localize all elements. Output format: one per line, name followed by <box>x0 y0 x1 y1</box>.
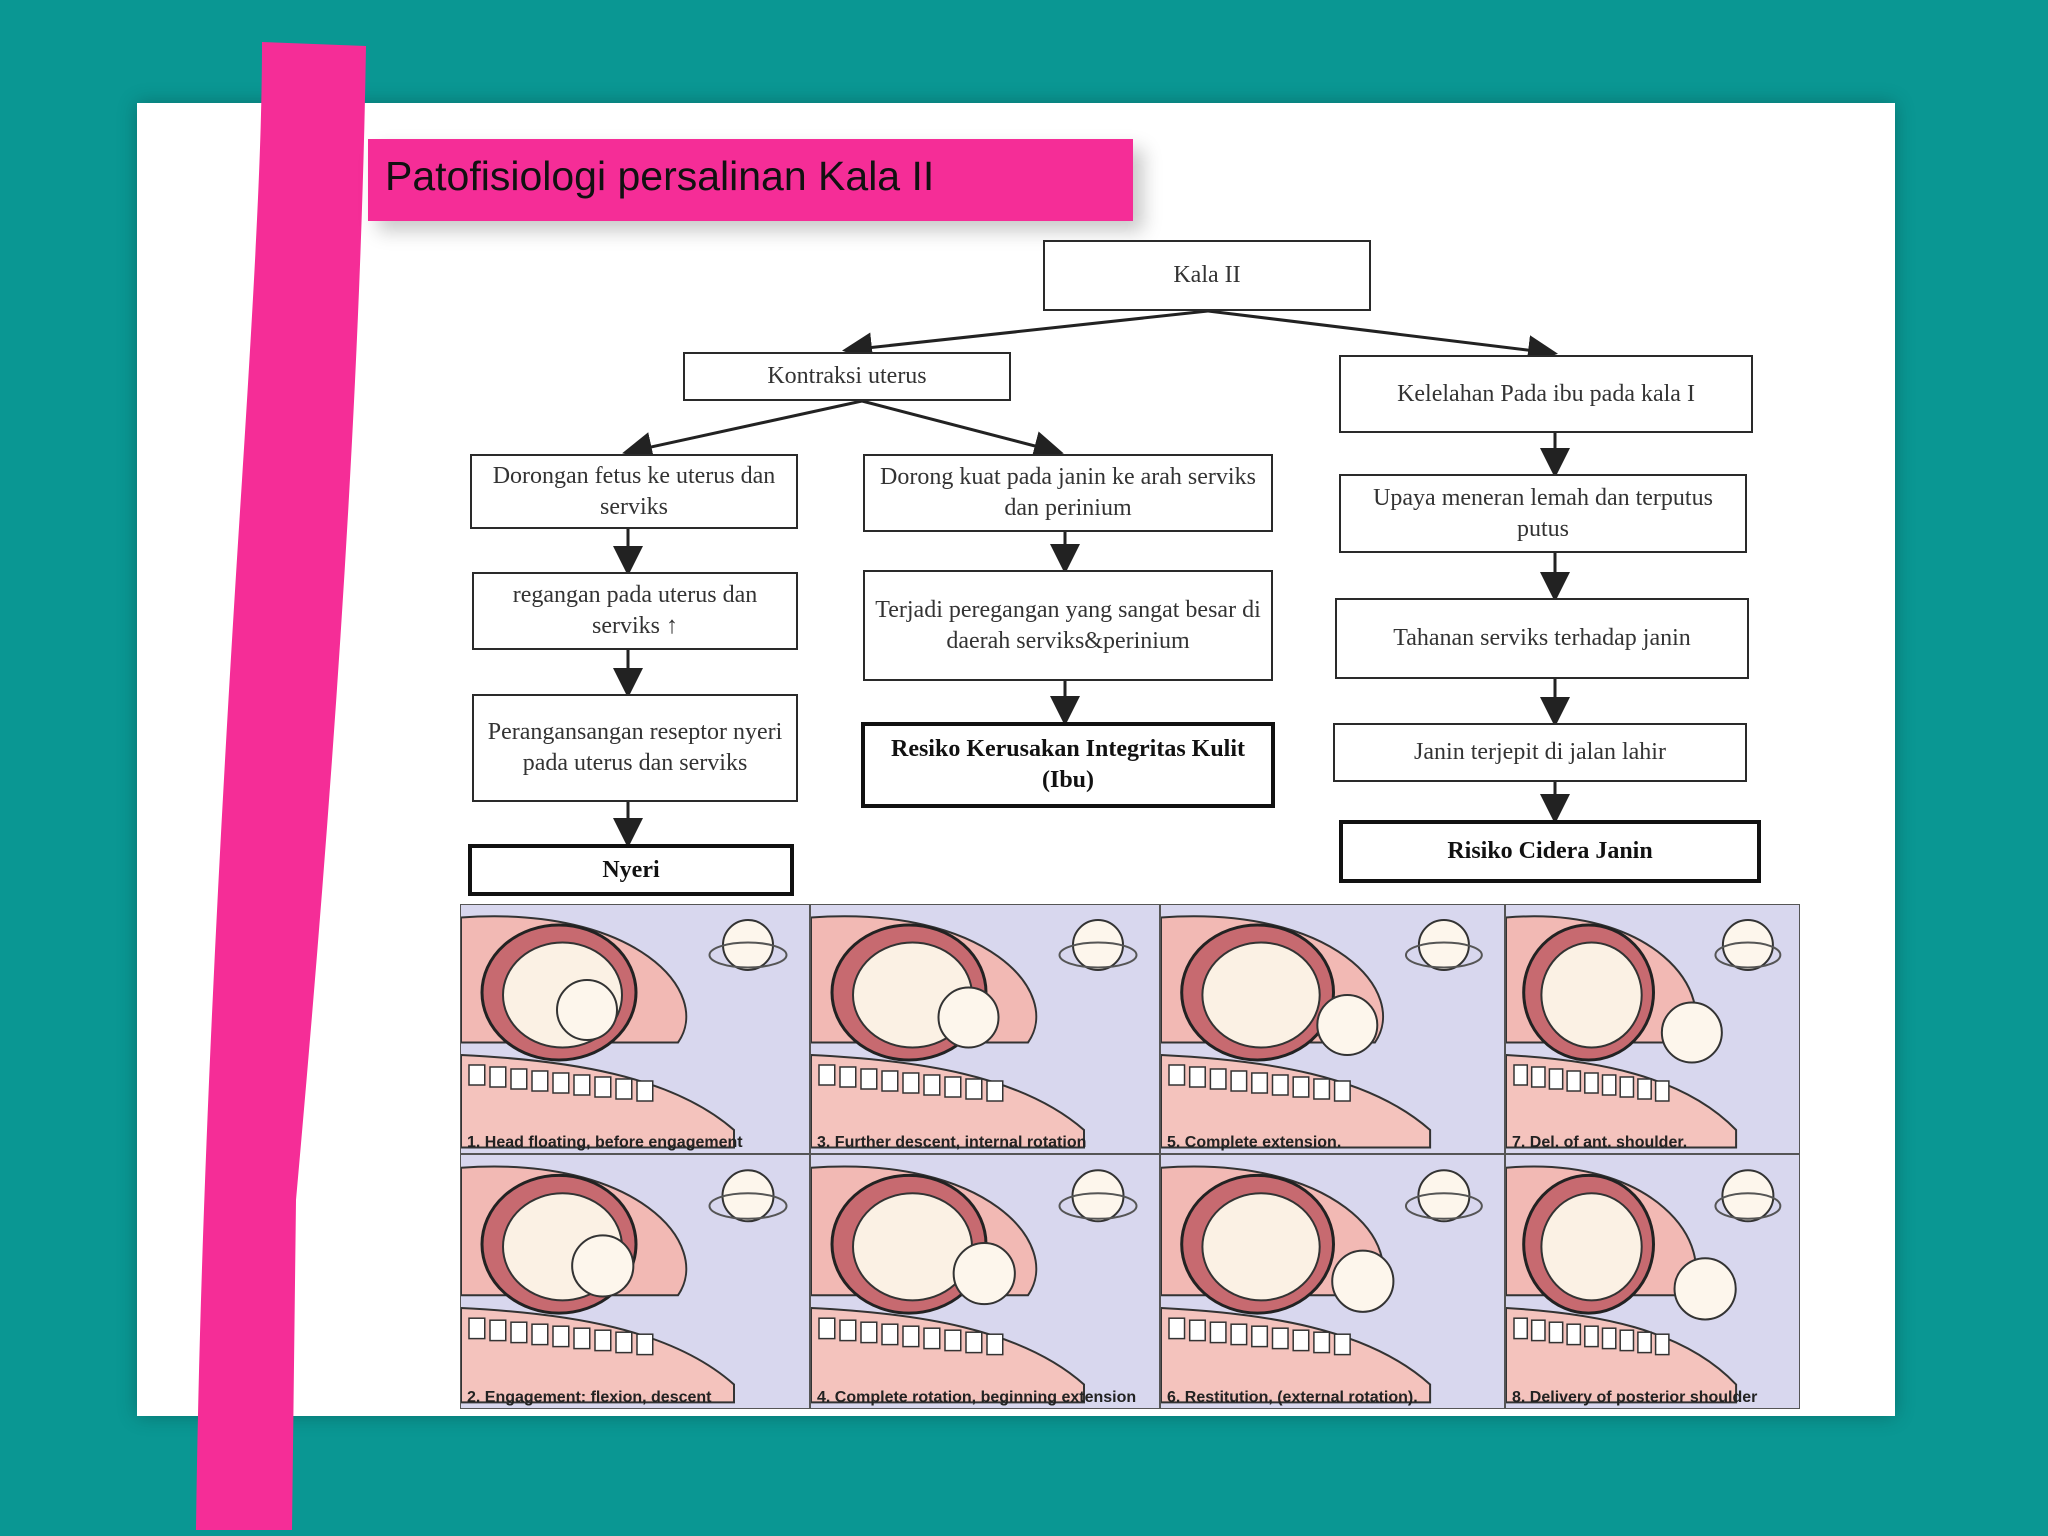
stage-caption: 3. Further descent, internal rotation <box>817 1134 1087 1151</box>
box-regangan-uterus: regangan pada uterus dan serviks ↑ <box>472 572 798 650</box>
box-nyeri: Nyeri <box>468 844 794 896</box>
box-dorong-kuat-janin: Dorong kuat pada janin ke arah serviks d… <box>863 454 1273 532</box>
box-kontraksi-uterus: Kontraksi uterus <box>683 352 1011 401</box>
box-dorongan-fetus: Dorongan fetus ke uterus dan serviks <box>470 454 798 529</box>
stage-caption: 1. Head floating, before engagement <box>467 1134 743 1151</box>
page-title: Patofisiologi persalinan Kala II <box>385 153 935 199</box>
stage-panel-3: 3. Further descent, internal rotation <box>810 904 1160 1154</box>
stage-panel-6: 6. Restitution, (external rotation). <box>1160 1154 1505 1409</box>
box-risiko-cidera-janin: Risiko Cidera Janin <box>1339 820 1761 883</box>
stage-caption: 6. Restitution, (external rotation). <box>1167 1389 1418 1406</box>
stage-caption: 7. Del. of ant. shoulder. <box>1512 1134 1688 1151</box>
title-banner: Patofisiologi persalinan Kala II <box>368 139 1133 221</box>
stage-caption: 4. Complete rotation, beginning extensio… <box>817 1389 1137 1406</box>
stage-panel-2: 2. Engagement: flexion, descent <box>460 1154 810 1409</box>
labor-stages-figure: 1. Head floating, before engagement 2. En… <box>460 904 1800 1409</box>
fetus-illustration <box>1506 915 1782 1149</box>
fetus-illustration <box>811 915 1138 1149</box>
fetus-illustration <box>1161 915 1483 1149</box>
box-peregangan-besar: Terjadi peregangan yang sangat besar di … <box>863 570 1273 681</box>
box-perangsangan-reseptor: Perangansangan reseptor nyeri pada uteru… <box>472 694 798 802</box>
box-resiko-kerusakan-kulit: Resiko Kerusakan Integritas Kulit (Ibu) <box>861 722 1275 808</box>
fetus-illustration <box>1161 1165 1483 1404</box>
stage-panel-8: 8. Delivery of posterior shoulder <box>1505 1154 1800 1409</box>
stage-caption: 8. Delivery of posterior shoulder <box>1512 1389 1758 1406</box>
stage-caption: 2. Engagement: flexion, descent <box>467 1389 712 1406</box>
stage-caption: 5. Complete extension. <box>1167 1134 1342 1151</box>
box-kala-ii: Kala II <box>1043 240 1371 311</box>
box-janin-terjepit: Janin terjepit di jalan lahir <box>1333 723 1747 782</box>
fetus-illustration <box>461 915 788 1149</box>
box-upaya-meneran: Upaya meneran lemah dan terputus putus <box>1339 474 1747 553</box>
fetus-illustration <box>461 1165 788 1404</box>
box-tahanan-serviks: Tahanan serviks terhadap janin <box>1335 598 1749 679</box>
stage-panel-7: 7. Del. of ant. shoulder. <box>1505 904 1800 1154</box>
box-kelelahan-ibu: Kelelahan Pada ibu pada kala I <box>1339 355 1753 433</box>
stage-panel-5: 5. Complete extension. <box>1160 904 1505 1154</box>
fetus-illustration <box>811 1165 1138 1404</box>
fetus-illustration <box>1506 1165 1782 1404</box>
stage-panel-4: 4. Complete rotation, beginning extensio… <box>810 1154 1160 1409</box>
stage-panel-1: 1. Head floating, before engagement <box>460 904 810 1154</box>
